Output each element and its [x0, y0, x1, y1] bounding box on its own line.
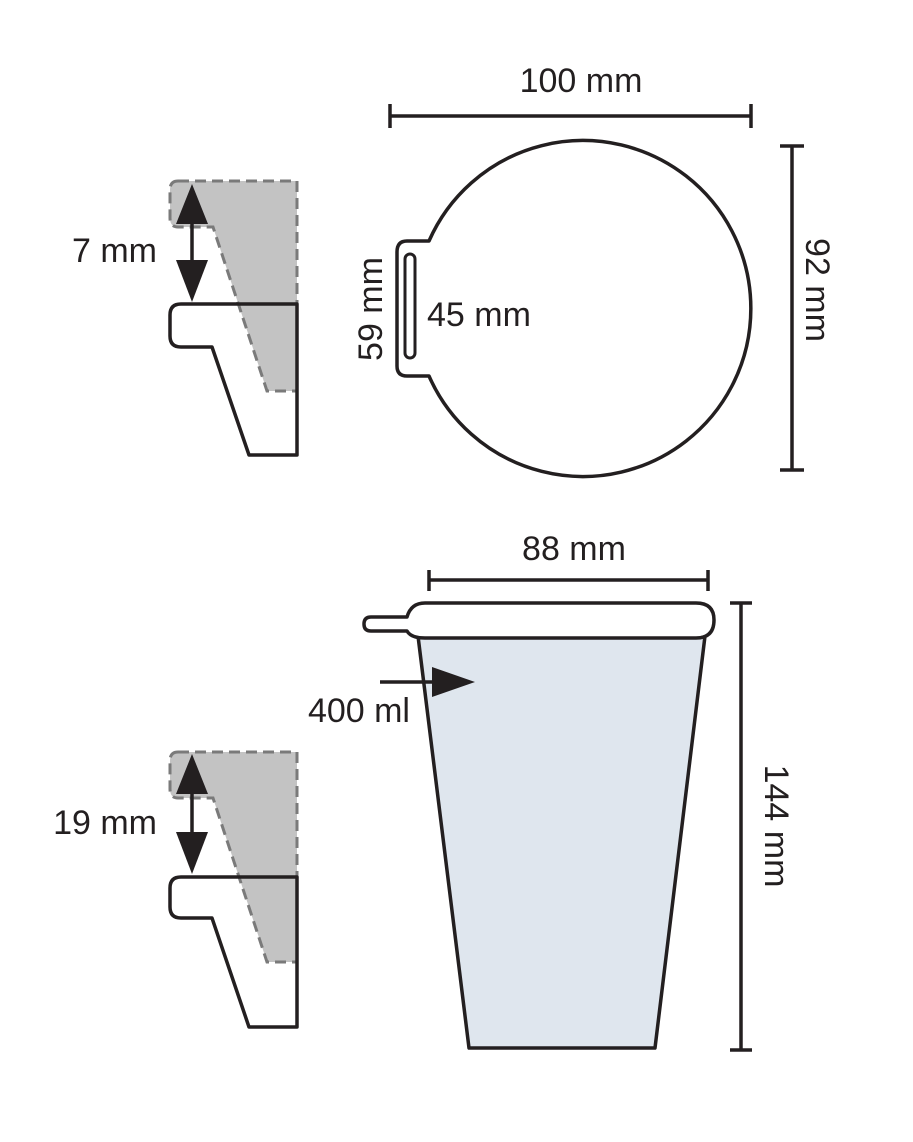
insert-shaded-area	[168, 179, 299, 393]
cup-height-dimension-line	[730, 601, 752, 1052]
tab-height-label: 59 mm	[352, 257, 390, 361]
holder-profile	[168, 875, 299, 1029]
holder-profile	[168, 302, 299, 457]
cup-body	[416, 634, 707, 1050]
cup-height-label: 144 mm	[757, 765, 795, 888]
top-height-label: 92 mm	[798, 238, 836, 342]
insert-shaded-area	[168, 750, 299, 964]
cup-rim	[362, 601, 716, 640]
top-view: 100 mm 92 mm 59 mm 45 mm	[352, 62, 836, 479]
height-dimension-line	[780, 144, 804, 472]
width-dimension-line	[388, 104, 753, 128]
bottom-insert-depth-label: 19 mm	[53, 804, 157, 842]
slot-length-label: 45 mm	[427, 296, 531, 334]
rim-width-dimension-line	[427, 570, 710, 591]
top-insert-depth-label: 7 mm	[72, 232, 157, 270]
lid-outline	[395, 138, 753, 479]
rim-width-label: 88 mm	[522, 530, 626, 568]
double-arrow-icon	[176, 184, 208, 302]
pointer-arrow-icon	[380, 667, 475, 697]
tab-slot	[403, 252, 417, 360]
side-view: 88 mm 144 mm 400 ml	[308, 530, 795, 1052]
top-insert-detail: 7 mm	[72, 179, 299, 457]
double-arrow-icon	[176, 754, 208, 874]
top-width-label: 100 mm	[520, 62, 643, 100]
volume-label: 400 ml	[308, 692, 410, 730]
bottom-insert-detail: 19 mm	[53, 750, 299, 1029]
